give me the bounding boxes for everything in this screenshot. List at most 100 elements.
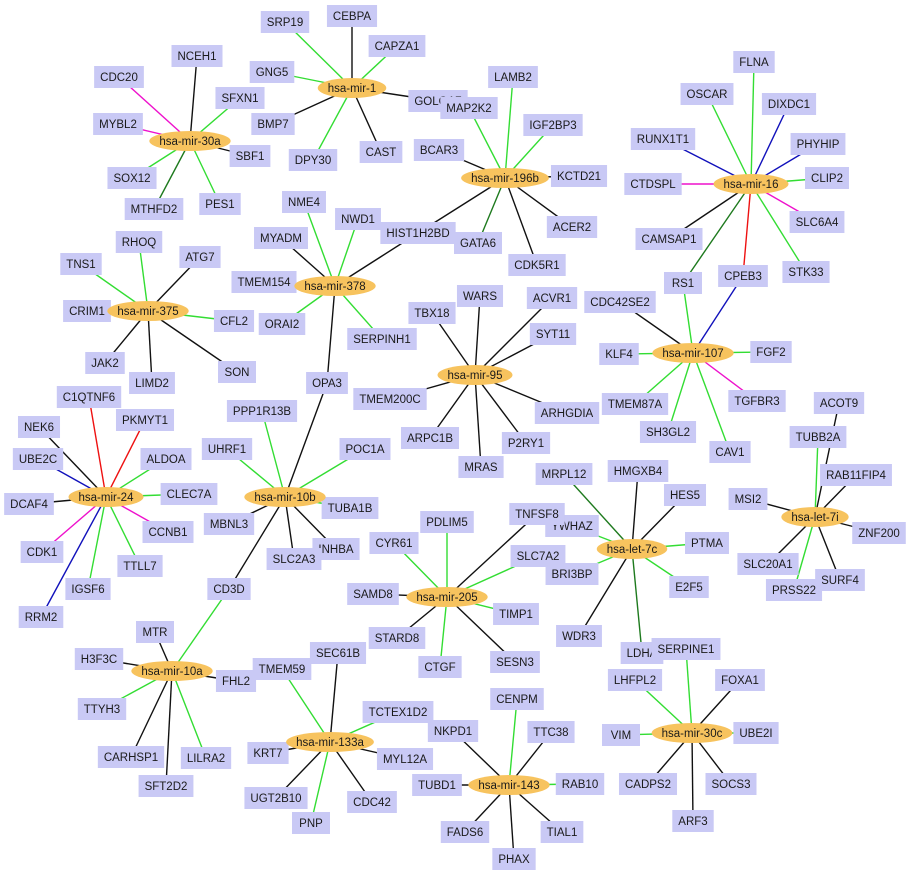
gene-node-capza1[interactable]: CAPZA1 [368, 35, 426, 57]
gene-node-fgf2[interactable]: FGF2 [750, 341, 792, 363]
gene-node-hmgxb4[interactable]: HMGXB4 [607, 460, 669, 482]
gene-node-ube2c[interactable]: UBE2C [12, 448, 64, 470]
gene-node-sft2d2[interactable]: SFT2D2 [138, 775, 194, 797]
mirna-node-mir30a[interactable]: hsa-mir-30a [149, 131, 231, 151]
gene-node-uhrf1[interactable]: UHRF1 [201, 438, 253, 460]
mirna-node-mir10b[interactable]: hsa-mir-10b [244, 487, 326, 507]
gene-node-pnp[interactable]: PNP [292, 812, 330, 834]
gene-node-clec7a[interactable]: CLEC7A [160, 483, 218, 505]
gene-node-stk33[interactable]: STK33 [782, 261, 830, 283]
gene-node-ttll7[interactable]: TTLL7 [117, 555, 163, 577]
gene-node-cdk5r1[interactable]: CDK5R1 [508, 254, 566, 276]
gene-node-crim1[interactable]: CRIM1 [63, 300, 111, 322]
gene-node-dcaf4[interactable]: DCAF4 [4, 493, 54, 515]
gene-node-serpine1[interactable]: SERPINE1 [651, 638, 721, 660]
gene-node-klf4[interactable]: KLF4 [599, 343, 639, 365]
mirna-node-mir143[interactable]: hsa-mir-143 [468, 775, 550, 795]
mirna-node-let7c[interactable]: hsa-let-7c [596, 539, 668, 559]
gene-node-mthfd2[interactable]: MTHFD2 [124, 198, 184, 220]
gene-node-acer2[interactable]: ACER2 [546, 216, 598, 238]
gene-node-kctd21[interactable]: KCTD21 [550, 165, 608, 187]
gene-node-ctgf[interactable]: CTGF [418, 656, 462, 678]
gene-node-samd8[interactable]: SAMD8 [347, 583, 399, 605]
gene-node-cast[interactable]: CAST [359, 141, 403, 163]
gene-node-tmem154[interactable]: TMEM154 [231, 271, 297, 293]
gene-node-phyhip[interactable]: PHYHIP [790, 133, 846, 155]
gene-node-nek6[interactable]: NEK6 [17, 416, 61, 438]
gene-node-tmem87a[interactable]: TMEM87A [601, 393, 669, 415]
gene-node-tctex1d2[interactable]: TCTEX1D2 [362, 701, 434, 723]
gene-node-igf2bp3[interactable]: IGF2BP3 [523, 114, 583, 136]
gene-node-p2ry1[interactable]: P2RY1 [501, 432, 551, 454]
gene-node-bcar3[interactable]: BCAR3 [413, 139, 465, 161]
gene-node-carhsp1[interactable]: CARHSP1 [97, 746, 165, 768]
gene-node-cdk1[interactable]: CDK1 [20, 541, 64, 563]
gene-node-msi2[interactable]: MSI2 [728, 488, 768, 510]
gene-node-ppp1r13b[interactable]: PPP1R13B [226, 400, 298, 422]
mirna-node-mir378[interactable]: hsa-mir-378 [294, 276, 376, 296]
gene-node-sh3gl2[interactable]: SH3GL2 [639, 421, 697, 443]
gene-node-nwd1[interactable]: NWD1 [335, 208, 381, 230]
gene-node-fads6[interactable]: FADS6 [440, 821, 490, 843]
gene-node-cfl2[interactable]: CFL2 [213, 310, 255, 332]
gene-node-mrpl12[interactable]: MRPL12 [535, 463, 593, 485]
gene-node-mybl2[interactable]: MYBL2 [93, 113, 143, 135]
gene-node-prss22[interactable]: PRSS22 [765, 579, 823, 601]
gene-node-slc7a2[interactable]: SLC7A2 [510, 545, 566, 567]
gene-node-pkmyt1[interactable]: PKMYT1 [115, 409, 175, 431]
gene-node-rrm2[interactable]: RRM2 [18, 606, 64, 628]
gene-node-atg7[interactable]: ATG7 [179, 246, 221, 268]
gene-node-mras[interactable]: MRAS [458, 456, 504, 478]
gene-node-oscar[interactable]: OSCAR [680, 83, 734, 105]
mirna-node-mir1[interactable]: hsa-mir-1 [317, 78, 387, 98]
gene-node-tuba1b[interactable]: TUBA1B [321, 497, 379, 519]
gene-node-opa3[interactable]: OPA3 [306, 372, 348, 394]
mirna-node-mir16[interactable]: hsa-mir-16 [713, 174, 789, 194]
gene-node-orai2[interactable]: ORAI2 [258, 313, 306, 335]
gene-node-krt7[interactable]: KRT7 [247, 742, 289, 764]
gene-node-tns1[interactable]: TNS1 [60, 253, 102, 275]
gene-node-hes5[interactable]: HES5 [663, 484, 707, 506]
gene-node-gata6[interactable]: GATA6 [454, 232, 502, 254]
gene-node-poc1a[interactable]: POC1A [339, 438, 391, 460]
gene-node-sfxn1[interactable]: SFXN1 [215, 87, 265, 109]
gene-node-mtr[interactable]: MTR [136, 621, 174, 643]
gene-node-gng5[interactable]: GNG5 [249, 61, 295, 83]
mirna-node-mir95[interactable]: hsa-mir-95 [437, 365, 513, 385]
gene-node-lhfpl2[interactable]: LHFPL2 [607, 669, 663, 691]
gene-node-camsap1[interactable]: CAMSAP1 [635, 228, 703, 250]
gene-node-map2k2[interactable]: MAP2K2 [440, 97, 498, 119]
gene-node-rhoq[interactable]: RHOQ [115, 231, 163, 253]
gene-node-slc2a3[interactable]: SLC2A3 [266, 548, 322, 570]
gene-node-cpeb3[interactable]: CPEB3 [718, 265, 768, 287]
mirna-node-mir196b[interactable]: hsa-mir-196b [461, 168, 549, 188]
gene-node-wars[interactable]: WARS [456, 285, 504, 307]
gene-node-ttyh3[interactable]: TTYH3 [77, 698, 127, 720]
gene-node-jak2[interactable]: JAK2 [85, 352, 125, 374]
gene-node-tbx18[interactable]: TBX18 [408, 302, 456, 324]
mirna-node-mir205[interactable]: hsa-mir-205 [406, 587, 488, 607]
gene-node-cdc42[interactable]: CDC42 [347, 791, 397, 813]
gene-node-wdr3[interactable]: WDR3 [556, 625, 602, 647]
gene-node-arf3[interactable]: ARF3 [672, 810, 714, 832]
gene-node-phax[interactable]: PHAX [492, 848, 536, 870]
gene-node-cdc20[interactable]: CDC20 [94, 66, 144, 88]
gene-node-acot9[interactable]: ACOT9 [813, 392, 865, 414]
gene-node-surf4[interactable]: SURF4 [815, 569, 865, 591]
gene-node-ccnb1[interactable]: CCNB1 [142, 521, 194, 543]
gene-node-lamb2[interactable]: LAMB2 [488, 66, 538, 88]
gene-node-acvr1[interactable]: ACVR1 [526, 287, 578, 309]
gene-node-slc20a1[interactable]: SLC20A1 [737, 553, 799, 575]
gene-node-srp19[interactable]: SRP19 [260, 11, 310, 33]
gene-node-myadm[interactable]: MYADM [254, 227, 308, 249]
gene-node-limd2[interactable]: LIMD2 [129, 372, 175, 394]
gene-node-mbnl3[interactable]: MBNL3 [203, 513, 255, 535]
gene-node-pdlim5[interactable]: PDLIM5 [420, 511, 474, 533]
gene-node-znf200[interactable]: ZNF200 [852, 522, 906, 544]
gene-node-aldoa[interactable]: ALDOA [140, 448, 192, 470]
gene-node-rs1[interactable]: RS1 [664, 272, 702, 294]
gene-node-sbf1[interactable]: SBF1 [229, 145, 271, 167]
gene-node-ctdspl[interactable]: CTDSPL [624, 173, 682, 195]
gene-node-cebpa[interactable]: CEBPA [326, 5, 378, 27]
mirna-node-mir10a[interactable]: hsa-mir-10a [131, 661, 213, 681]
